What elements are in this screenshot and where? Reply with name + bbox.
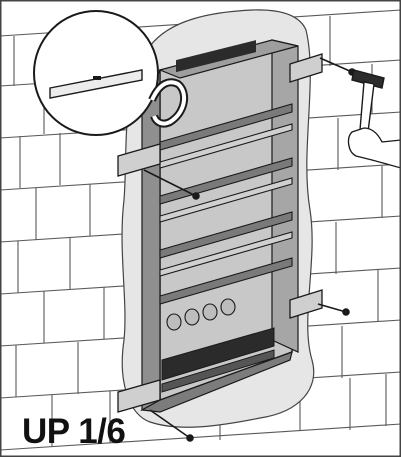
terminal-strip <box>161 327 275 393</box>
cable-knockouts <box>166 298 236 331</box>
fixing-screw <box>143 57 356 442</box>
mounting-bracket <box>117 53 323 413</box>
hammer <box>351 69 385 133</box>
step-label: UP 1/6 <box>22 412 126 451</box>
spirit-level-magnifier <box>33 10 189 136</box>
din-rail <box>159 103 293 305</box>
hand-icon <box>347 127 401 169</box>
